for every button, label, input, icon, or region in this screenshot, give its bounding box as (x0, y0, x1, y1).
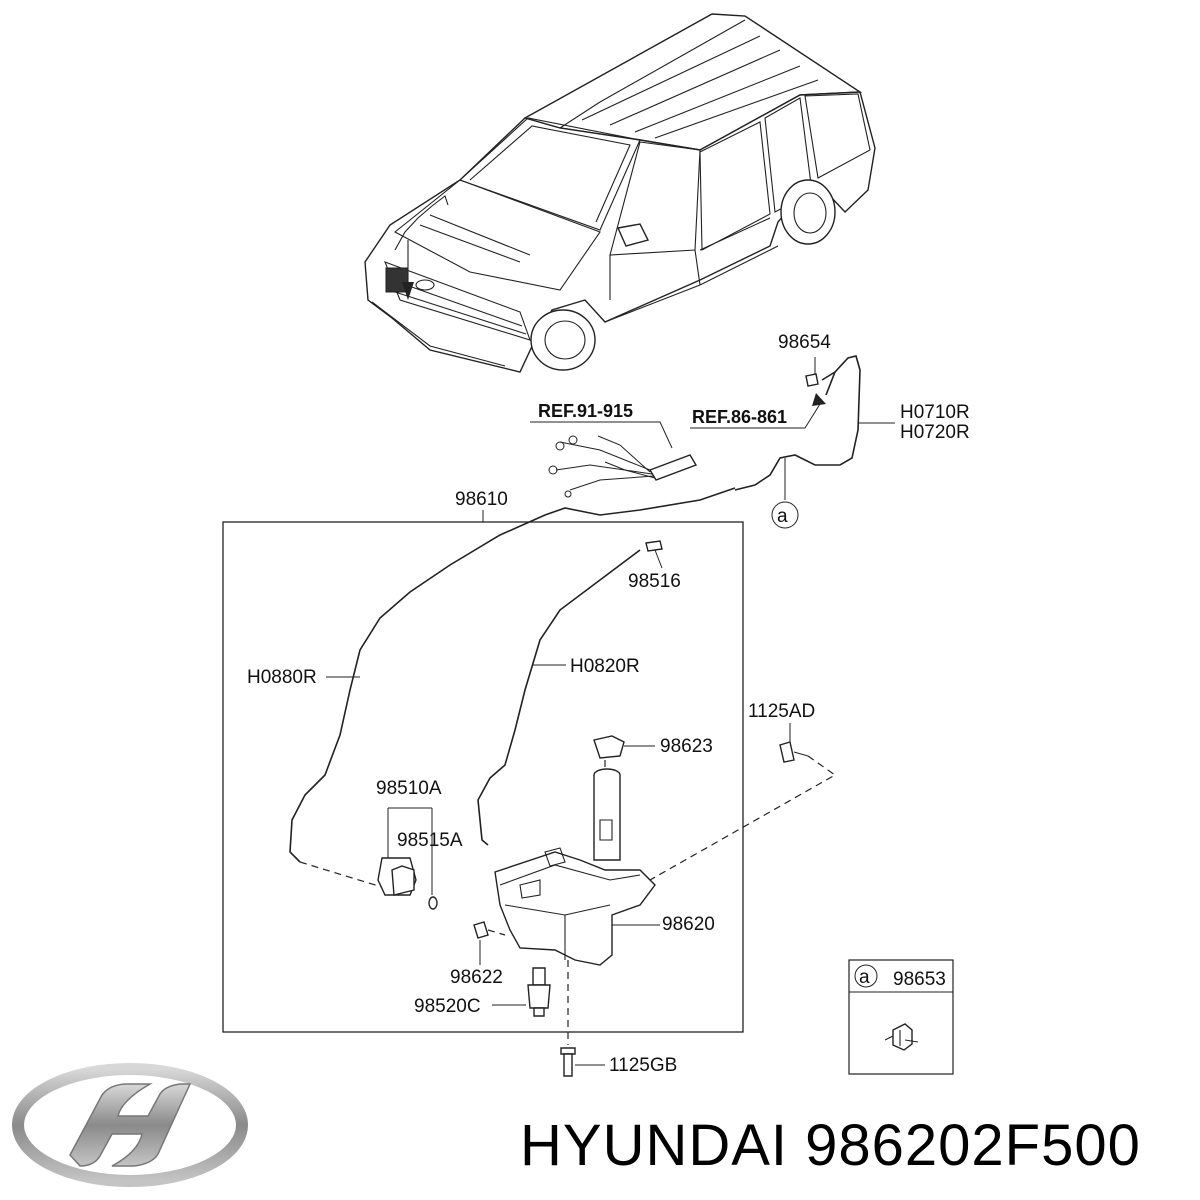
part-h0720r-label: H0720R (900, 422, 970, 443)
callout-a-label: a (777, 506, 788, 527)
part-98610-label: 98610 (455, 489, 508, 510)
washer-assembly: H0880R 98516 H0820R 98510A 98515A 98623 (247, 487, 837, 1045)
part-98516-label: 98516 (628, 571, 681, 592)
part-h0820r-label: H0820R (570, 656, 640, 677)
part-98520c-label: 98520C (414, 996, 481, 1017)
inset-detail-a: a 98653 (848, 959, 954, 1075)
part-98510a-label: 98510A (376, 778, 442, 799)
inset-part-label: 98653 (893, 969, 946, 990)
part-98515a-label: 98515A (397, 830, 463, 851)
part-h0710r-label: H0710R (900, 402, 970, 423)
bolt-1125gb: 1125GB (560, 1047, 677, 1077)
vehicle-illustration (364, 13, 876, 373)
part-98620-label: 98620 (662, 914, 715, 935)
upper-harness-group: REF.91-915 REF.86-861 98654 H0710R H0720… (455, 332, 970, 529)
hyundai-logo (12, 1063, 248, 1187)
part-number-caption: HYUNDAI 986202F500 (520, 1113, 1141, 1178)
part-h0880r-label: H0880R (247, 667, 317, 688)
part-1125gb-label: 1125GB (609, 1055, 677, 1076)
ref-91-915-label: REF.91-915 (538, 401, 633, 421)
part-98623-label: 98623 (660, 736, 713, 757)
assembly-frame (222, 521, 744, 1033)
part-98622-label: 98622 (450, 967, 503, 988)
part-98654-label: 98654 (778, 332, 831, 353)
ref-86-861-label: REF.86-861 (692, 407, 787, 427)
part-1125ad-label: 1125AD (748, 701, 815, 722)
inset-a-label: a (859, 967, 870, 988)
